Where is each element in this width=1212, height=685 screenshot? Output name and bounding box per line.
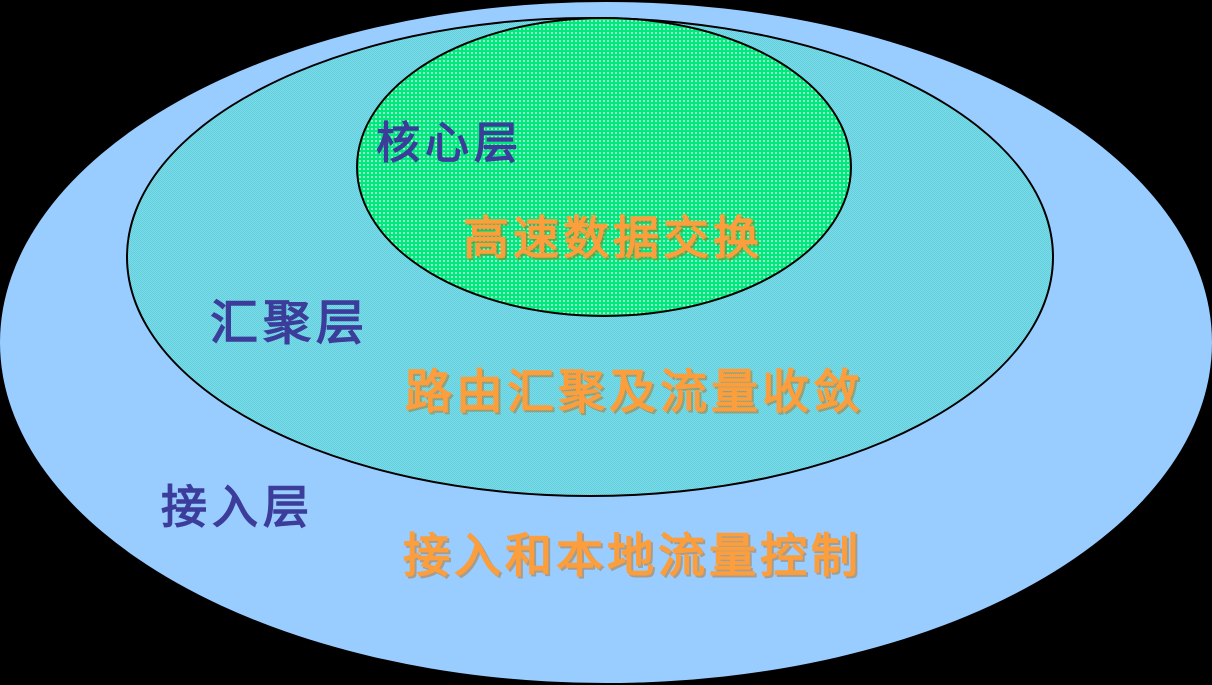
core-layer-label: 核心层	[376, 119, 523, 168]
access-layer-description: 接入和本地流量控制	[403, 531, 862, 583]
aggregation-layer-description: 路由汇聚及流量收敛	[405, 367, 864, 419]
core-layer-description: 高速数据交换	[463, 213, 763, 264]
core-layer-ellipse	[356, 17, 852, 317]
access-layer-label: 接入层	[161, 482, 314, 533]
aggregation-layer-label: 汇聚层	[210, 297, 370, 350]
